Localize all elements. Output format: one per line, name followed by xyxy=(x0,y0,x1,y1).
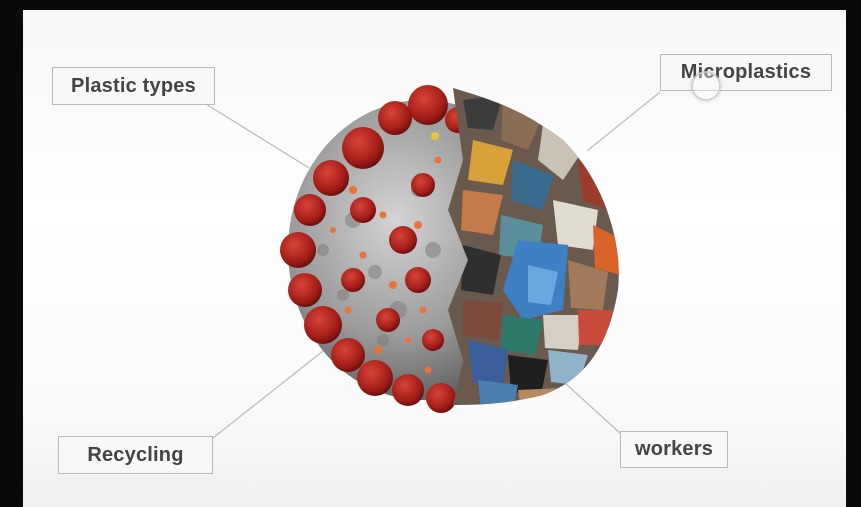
leader-recycling xyxy=(212,346,329,439)
plastic-waste-half xyxy=(448,88,619,405)
cursor-highlight xyxy=(691,71,721,101)
virus-plastic-illustration xyxy=(280,85,619,413)
label-plastic-types: Plastic types xyxy=(52,67,215,105)
leader-microplastics xyxy=(586,91,661,152)
label-microplastics: Microplastics xyxy=(660,54,832,91)
slide-canvas: Plastic types Microplastics Recycling wo… xyxy=(23,10,846,507)
label-recycling: Recycling xyxy=(58,436,213,474)
leader-plastic-types xyxy=(205,103,310,169)
label-workers: workers xyxy=(620,431,728,468)
